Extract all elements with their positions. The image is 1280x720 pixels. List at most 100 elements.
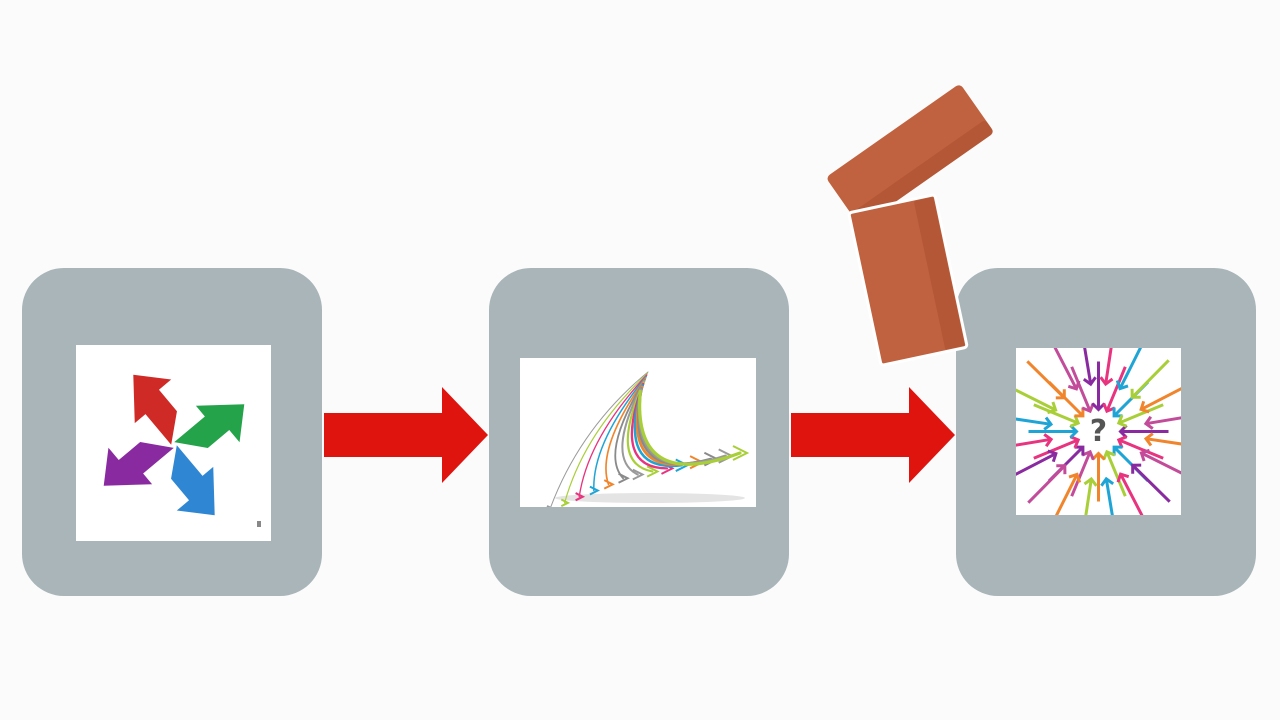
converging-arrow [1016, 437, 1052, 447]
right-arrow-icon [324, 387, 488, 483]
converging-arrow [1027, 464, 1066, 504]
stream-arrow [550, 371, 649, 507]
stream-arrowhead [632, 468, 645, 481]
connector-arrow-2 [791, 385, 957, 485]
converging-arrowhead [1143, 415, 1154, 430]
converging-arrowhead [1056, 464, 1067, 475]
converging-arrow [1131, 359, 1170, 399]
stream-arrow [605, 377, 647, 486]
converging-arrow [1104, 478, 1114, 515]
diverging-colored-arrows-icon [546, 371, 750, 507]
converging-arrowhead [1055, 389, 1066, 400]
converging-arrowhead [1074, 407, 1085, 418]
converging-arrowhead [1139, 448, 1150, 462]
converging-arrowhead [1081, 449, 1095, 461]
stream-arrowhead [560, 498, 571, 507]
stream-arrow [637, 387, 713, 466]
question-mark: ? [1089, 414, 1108, 449]
stream-arrow [593, 375, 647, 492]
converging-arrowhead [1139, 400, 1150, 414]
converging-arrowhead [1118, 424, 1128, 439]
converging-arrowhead [1069, 414, 1081, 428]
converging-arrowhead [1112, 445, 1123, 456]
converging-arrow [1119, 473, 1144, 515]
stream-arrow [638, 389, 742, 466]
converging-arrowhead [1102, 402, 1116, 414]
arrow-purple [103, 442, 174, 486]
stream-arrow [635, 385, 698, 466]
converging-arrowhead [1115, 380, 1129, 391]
converging-arrowhead [1082, 376, 1097, 387]
brick-obstacle [820, 85, 1000, 375]
step-panel-3: ? [956, 268, 1256, 596]
stream-arrowhead [603, 479, 615, 490]
converging-arrowhead [1081, 402, 1095, 414]
brick-top [827, 85, 993, 225]
stream-arrowhead [546, 505, 552, 507]
converging-arrow [1104, 348, 1113, 385]
converging-arrow [1105, 451, 1127, 497]
converging-arrowhead [1143, 432, 1154, 447]
converging-arrow [1105, 366, 1127, 412]
converging-arrow [1140, 451, 1181, 475]
stream-arrowhead [646, 465, 660, 478]
converging-arrowhead [1074, 445, 1085, 456]
stream-arrowhead [589, 485, 601, 496]
converging-arrow [1118, 348, 1143, 390]
step-card-1 [76, 345, 271, 541]
converging-arrow [1026, 360, 1066, 399]
converging-arrowhead [1130, 388, 1141, 399]
step-card-2 [520, 358, 756, 507]
converging-arrow [1083, 348, 1093, 385]
converging-arrowhead [1116, 414, 1128, 428]
converging-arrowhead [1116, 435, 1128, 449]
converging-arrowhead [1047, 449, 1058, 463]
converging-arrow [1053, 348, 1078, 390]
converging-arrow [1131, 464, 1171, 503]
converging-arrowhead [1043, 433, 1054, 448]
converging-arrow [1016, 417, 1052, 426]
converging-arrows-question-icon [1016, 348, 1181, 515]
converging-arrow [1145, 416, 1181, 426]
converging-arrow [1084, 478, 1093, 515]
converging-arrowhead [1069, 424, 1079, 439]
stream-arrow [614, 378, 646, 480]
converging-arrow [1140, 387, 1181, 411]
converging-arrow [1016, 452, 1057, 476]
stream-arrow [564, 372, 648, 504]
converging-arrow [1070, 366, 1092, 412]
arrow-red [133, 374, 177, 445]
connector-arrow-1 [324, 385, 490, 485]
converging-arrow [1070, 451, 1092, 497]
converging-arrow [1054, 473, 1079, 515]
converging-arrowhead [1043, 416, 1054, 431]
step-card-3: ? [1016, 348, 1181, 515]
arrow-green [174, 404, 245, 448]
converging-arrowhead [1091, 402, 1106, 412]
converging-arrowhead [1099, 376, 1114, 387]
converging-arrowhead [1067, 380, 1081, 391]
converging-arrowhead [1116, 472, 1130, 483]
stream-arrow [578, 374, 648, 498]
converging-arrowhead [1068, 472, 1082, 483]
converging-arrow [1118, 403, 1164, 425]
converging-arrowhead [1069, 435, 1081, 449]
stream-arrowhead [575, 492, 586, 502]
converging-arrowhead [1112, 407, 1123, 418]
converging-arrow [1033, 438, 1079, 460]
four-arrows-cycle-icon [103, 374, 261, 527]
converging-arrowhead [1091, 451, 1106, 461]
converging-arrow [1145, 437, 1181, 446]
converging-arrowhead [1102, 449, 1116, 461]
stream-arrowhead [618, 472, 630, 484]
stream-arrow [621, 379, 646, 476]
stream-arrow [637, 388, 727, 466]
step-panel-2 [489, 268, 789, 596]
step-panel-1 [22, 268, 322, 596]
brick-obstacle-icon [827, 85, 993, 367]
converging-arrow [1118, 438, 1164, 460]
converging-arrowhead [1047, 401, 1058, 415]
arrow-blue [171, 445, 215, 516]
right-arrow-icon [791, 387, 955, 483]
